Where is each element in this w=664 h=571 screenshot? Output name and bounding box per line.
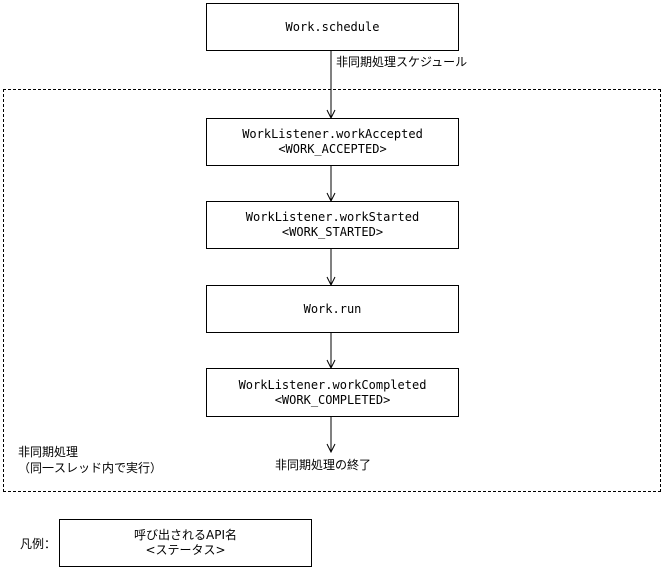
node-name: Work.schedule [285, 19, 380, 34]
async-processing-region [3, 89, 661, 492]
node-work-schedule: Work.schedule [206, 3, 459, 51]
node-status: <WORK_STARTED> [281, 225, 384, 239]
schedule-edge-label: 非同期処理スケジュール [336, 55, 468, 69]
node-work-started: WorkListener.workStarted <WORK_STARTED> [206, 201, 459, 249]
node-work-run: Work.run [206, 285, 459, 333]
legend-box: 呼び出されるAPI名 <ステータス> [59, 519, 312, 567]
node-work-accepted: WorkListener.workAccepted <WORK_ACCEPTED… [206, 118, 459, 166]
legend-label: 凡例： [20, 537, 57, 551]
legend-line2: <ステータス> [145, 543, 226, 557]
node-work-completed: WorkListener.workCompleted <WORK_COMPLET… [206, 368, 459, 417]
node-name: WorkListener.workAccepted [242, 127, 423, 141]
async-region-label-line2: （同一スレッド内で実行） [18, 461, 163, 475]
end-label: 非同期処理の終了 [275, 458, 372, 472]
node-name: Work.run [303, 301, 362, 316]
node-status: <WORK_ACCEPTED> [278, 142, 387, 156]
node-status: <WORK_COMPLETED> [274, 392, 391, 407]
async-region-label-line1: 非同期処理 [18, 445, 79, 459]
legend-line1: 呼び出されるAPI名 [134, 528, 237, 542]
node-name: WorkListener.workStarted [245, 210, 420, 224]
node-name: WorkListener.workCompleted [238, 377, 427, 392]
